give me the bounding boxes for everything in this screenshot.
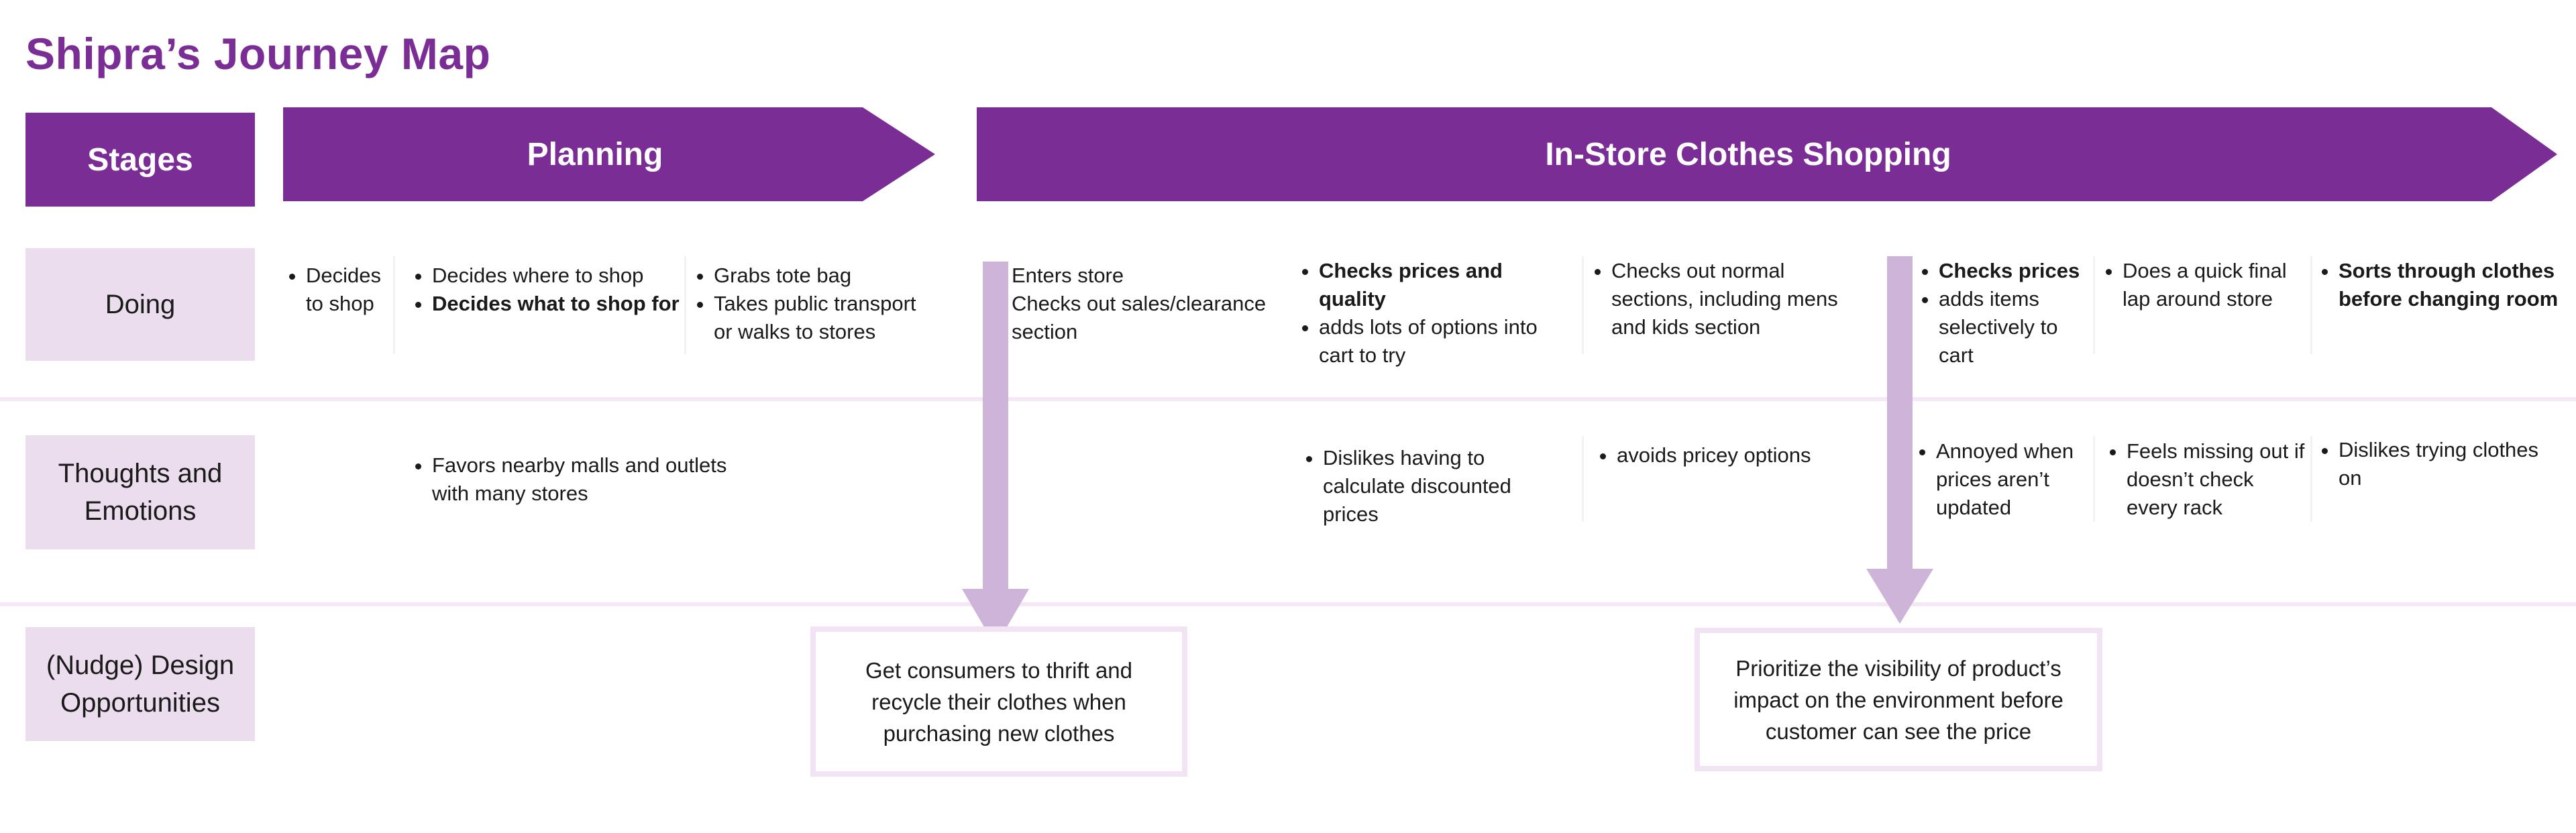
row-label-doing: Doing — [25, 248, 255, 361]
list-item: adds lots of options into cart to try — [1319, 313, 1574, 370]
doing-cell-5: Checks prices and quality adds lots of o… — [1299, 257, 1574, 370]
thought-cell-6: Dislikes trying clothes on — [2318, 436, 2567, 492]
list-item: Favors nearby malls and outlets with man… — [432, 451, 747, 508]
thought-cell-5: Feels missing out if doesn’t check every… — [2106, 437, 2308, 522]
list-item: Checks prices and quality — [1319, 257, 1574, 313]
row-label-opportunities: (Nudge) Design Opportunities — [25, 627, 255, 741]
column-divider — [2093, 436, 2095, 522]
doing-cell-3: Grabs tote bag Takes public transport or… — [694, 262, 935, 346]
thought-cell-2: Dislikes having to calculate discounted … — [1303, 444, 1558, 529]
opportunity-text-2: Prioritize the visibility of product’s i… — [1733, 655, 2063, 744]
column-divider — [393, 256, 395, 354]
down-arrow-icon — [962, 262, 1029, 647]
stage-planning-label: Planning — [527, 136, 663, 172]
doing-cell-7: Checks prices adds items selectively to … — [1919, 257, 2094, 370]
doing-cell-4: Enters store Checks out sales/clearance … — [1012, 262, 1287, 346]
instore-arrow-shape — [977, 107, 2557, 201]
list-item: Does a quick final lap around store — [2123, 257, 2304, 313]
list-item: Dislikes having to calculate discounted … — [1323, 444, 1558, 529]
list-item: Checks out normal sections, including me… — [1611, 257, 1860, 341]
down-arrow-icon — [1866, 256, 1933, 624]
column-divider — [1582, 436, 1584, 522]
list-item: Decides where to shop — [432, 262, 680, 290]
text-line: Enters store — [1012, 264, 1124, 287]
row-label-opportunities-text: (Nudge) Design Opportunities — [46, 651, 235, 718]
doing-cell-9: Sorts through clothes before changing ro… — [2318, 257, 2567, 313]
list-item: Dislikes trying clothes on — [2339, 436, 2567, 492]
column-divider — [1582, 256, 1584, 354]
column-divider — [684, 256, 686, 354]
column-divider — [2310, 256, 2312, 354]
doing-cell-2: Decides where to shop Decides what to sh… — [412, 262, 680, 318]
list-item: adds items selectively to cart — [1939, 285, 2094, 370]
stage-instore-label: In-Store Clothes Shopping — [1545, 136, 1951, 172]
opportunity-text-1: Get consumers to thrift and recycle thei… — [865, 657, 1132, 746]
list-item: Takes public transport or walks to store… — [714, 290, 935, 346]
column-divider — [2310, 436, 2312, 522]
stage-instore-banner: In-Store Clothes Shopping — [977, 107, 2557, 201]
row-separator-2 — [0, 602, 2576, 606]
row-label-thoughts-text: Thoughts and Emotions — [58, 459, 223, 526]
page-title: Shipra’s Journey Map — [25, 29, 491, 78]
list-item: Checks prices — [1939, 257, 2094, 285]
list-item: Grabs tote bag — [714, 262, 935, 290]
row-label-thoughts: Thoughts and Emotions — [25, 435, 255, 549]
thought-cell-1: Favors nearby malls and outlets with man… — [412, 451, 747, 508]
opportunity-box-1: Get consumers to thrift and recycle thei… — [810, 626, 1187, 777]
doing-cell-1: Decides to shop — [286, 262, 386, 318]
list-item: Annoyed when prices aren’t updated — [1936, 437, 2090, 522]
column-divider — [2093, 256, 2095, 354]
thought-cell-3: avoids pricey options — [1597, 441, 1851, 469]
list-item: Decides to shop — [306, 262, 386, 318]
stages-label-text: Stages — [87, 142, 193, 178]
opportunity-box-2: Prioritize the visibility of product’s i… — [1695, 628, 2102, 771]
planning-arrow-shape — [283, 107, 935, 201]
text-line: Checks out sales/clearance section — [1012, 292, 1267, 343]
list-item: Sorts through clothes before changing ro… — [2339, 257, 2567, 313]
list-item: Decides what to shop for — [432, 290, 680, 318]
row-separator-1 — [0, 397, 2576, 401]
thought-cell-4: Annoyed when prices aren’t updated — [1916, 437, 2090, 522]
stages-label: Stages — [25, 113, 255, 207]
list-item: Feels missing out if doesn’t check every… — [2127, 437, 2308, 522]
row-label-doing-text: Doing — [105, 290, 176, 319]
list-item: avoids pricey options — [1617, 441, 1851, 469]
doing-cell-8: Does a quick final lap around store — [2102, 257, 2304, 313]
stage-planning-banner: Planning — [283, 107, 935, 201]
doing-cell-6: Checks out normal sections, including me… — [1591, 257, 1860, 341]
